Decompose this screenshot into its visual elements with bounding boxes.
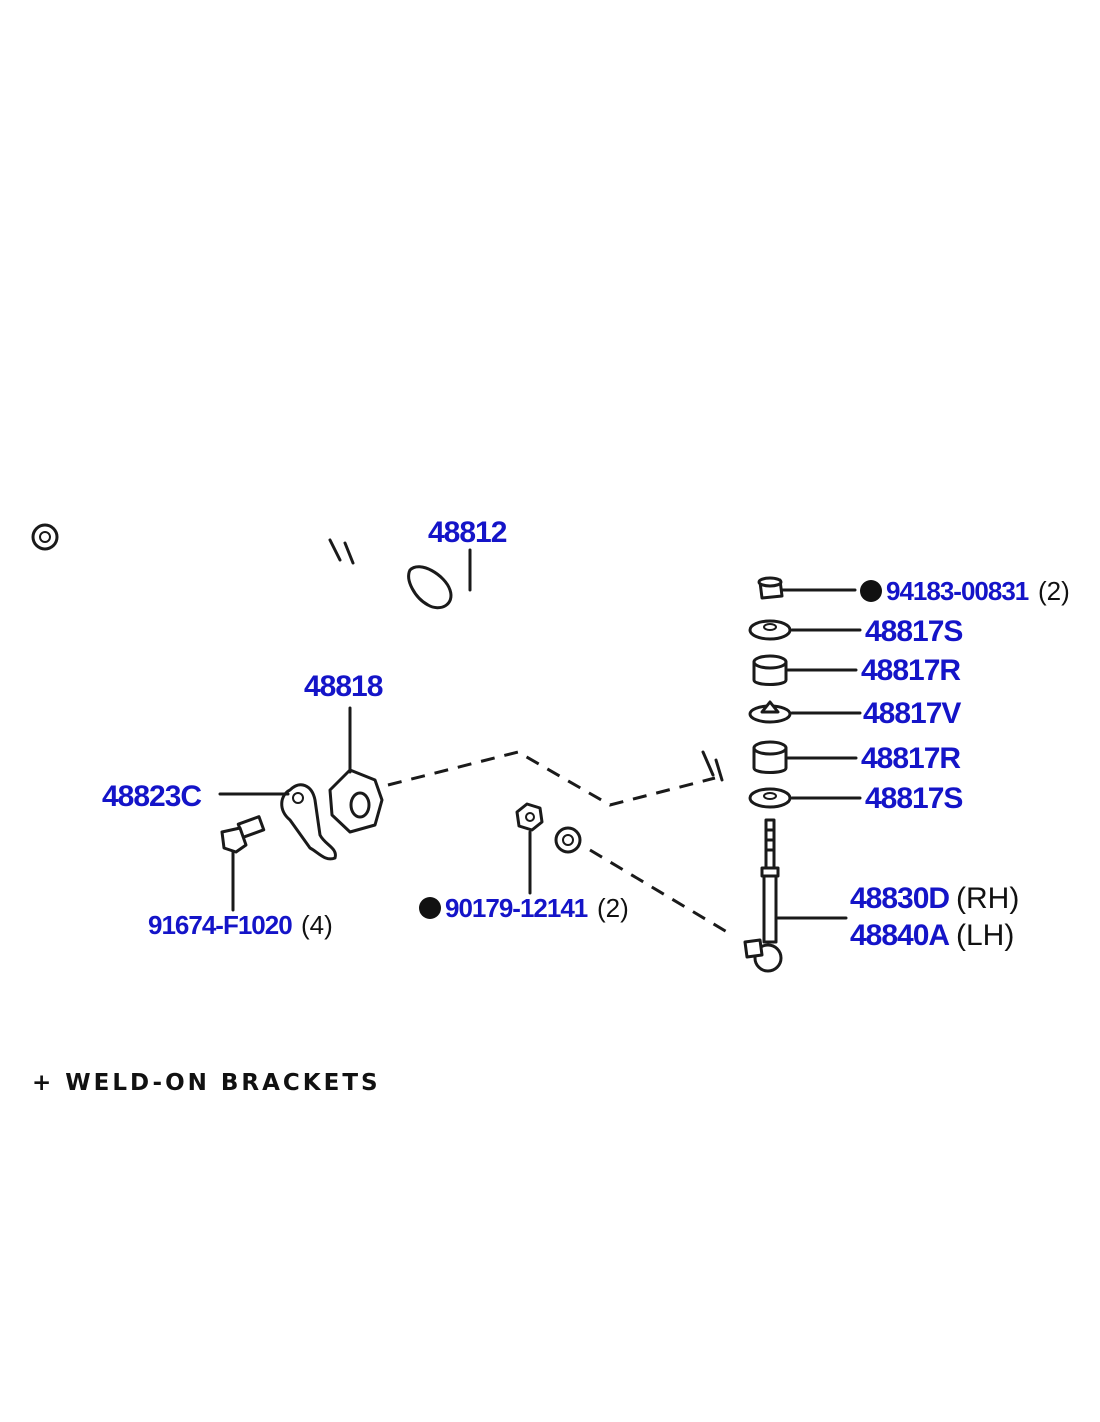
qty-link-nut: (2): [1038, 576, 1070, 606]
new-part-dot-icon-2: [860, 580, 882, 602]
label-cushion-upper: 48817R: [861, 654, 961, 687]
retainer-illustration: [748, 700, 792, 724]
side-link-lh: (LH): [956, 919, 1014, 952]
label-bracket-bolt: 91674-F1020: [148, 910, 292, 940]
link-rod-illustration: [743, 818, 783, 973]
label-washer-upper: 48817S: [865, 615, 962, 648]
label-bracket: 48823C: [102, 780, 201, 813]
bracket-bolt-illustration: [220, 815, 266, 854]
side-link-rh: (RH): [956, 882, 1019, 915]
new-part-dot-icon: [419, 897, 441, 919]
washer-lower-illustration: [748, 787, 792, 809]
label-bar-nut: 90179-12141: [445, 893, 588, 923]
label-link-lh: 48840A: [850, 919, 949, 952]
label-bushing: 48818: [304, 670, 383, 703]
cushion-upper-illustration: [752, 654, 788, 686]
label-stabilizer-bar: 48812: [428, 516, 507, 549]
dashed-line-bushing: [387, 750, 716, 807]
qty-bracket-bolt: (4): [301, 910, 333, 940]
label-cushion-lower: 48817R: [861, 742, 961, 775]
bushing-illustration: [328, 768, 384, 834]
bar-nut-illustration: [515, 802, 544, 832]
cushion-lower-illustration: [752, 740, 788, 774]
washer-upper-illustration: [748, 619, 792, 641]
footer-note: + WELD-ON BRACKETS: [32, 1070, 381, 1096]
qty-bar-nut: (2): [597, 893, 629, 923]
stabilizer-bar-illustration: [31, 507, 737, 854]
link-nut-illustration: [757, 576, 784, 600]
label-link-rh: 48830D: [850, 882, 949, 915]
dashed-line-link: [589, 848, 733, 937]
label-link-nut: 94183-00831: [886, 576, 1029, 606]
bracket-illustration: [280, 783, 337, 861]
label-retainer: 48817V: [863, 697, 961, 730]
label-washer-lower: 48817S: [865, 782, 962, 815]
